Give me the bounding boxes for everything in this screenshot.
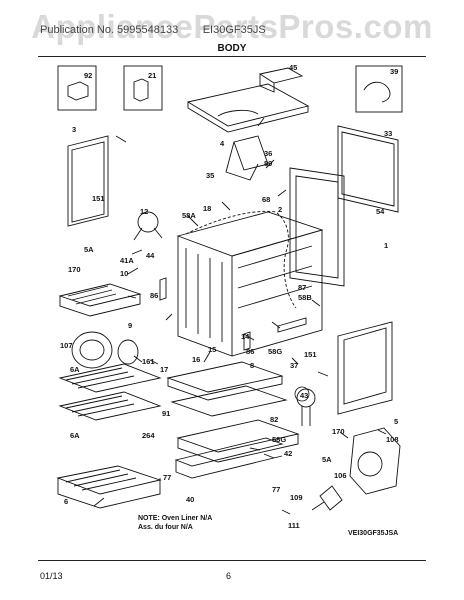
callout-label: 151 [92, 194, 105, 203]
callout-label: 86 [246, 347, 254, 356]
note-line-1: NOTE: Oven Liner N/A [138, 515, 213, 522]
exploded-parts-diagram: 45 92 21 39 3 4 36 89 35 68 33 151 2 12 … [56, 63, 403, 530]
callout-label: 15 [208, 345, 216, 354]
callout-label: 42 [284, 449, 292, 458]
watermark: AppliancePartsPros.com [31, 8, 433, 45]
model-code: VEI30GF35JSA [348, 530, 399, 537]
callout-label: 108 [386, 435, 399, 444]
callout-label: 111 [288, 521, 300, 530]
oven-liner-note: NOTE: Oven Liner N/A Ass. du four N/A [138, 514, 212, 532]
callout-label: 5A [322, 455, 332, 464]
callout-label: 58A [182, 211, 196, 220]
page-number: 6 [226, 571, 232, 581]
callout-label: 33 [384, 129, 392, 138]
callout-label: 39 [390, 67, 398, 76]
footer-date: 01/13 [40, 571, 63, 581]
callout-label: 5 [394, 417, 398, 426]
callout-label: 2 [278, 205, 282, 214]
callout-label: 12 [140, 207, 148, 216]
callout-label: 54 [376, 207, 385, 216]
callout-label: 89 [264, 159, 272, 168]
callout-label: 21 [148, 71, 156, 80]
callout-label: 161 [142, 357, 155, 366]
callout-label: 6A [70, 365, 80, 374]
callout-label: 87 [298, 283, 306, 292]
inset-box-39 [355, 65, 403, 113]
callout-label: 107 [60, 341, 73, 350]
callout-label: 4 [220, 139, 225, 148]
header-rule [38, 56, 426, 57]
callout-label: 106 [334, 471, 347, 480]
callout-label: 45 [289, 63, 297, 72]
callout-label: 264 [142, 431, 155, 440]
footer-rule [38, 560, 426, 561]
callout-label: 58G [268, 347, 282, 356]
page-header: AppliancePartsPros.com Publication No. 5… [0, 0, 464, 62]
callout-label: 5A [84, 245, 94, 254]
inset-box-21 [123, 65, 163, 111]
callout-label: 35 [206, 171, 214, 180]
callout-label: 17 [160, 365, 168, 374]
publication-line: Publication No. 5995548133 EI30GF35JS [40, 24, 266, 36]
callout-label: 151 [304, 350, 317, 359]
model-number: EI30GF35JS [202, 24, 266, 36]
callout-label: 6A [70, 431, 80, 440]
callout-label: 6 [64, 497, 68, 506]
callout-labels: 45 92 21 39 3 4 36 89 35 68 33 151 2 12 … [60, 63, 399, 530]
callout-label: 8 [250, 361, 254, 370]
callout-label: 16 [192, 355, 200, 364]
publication-number: Publication No. 5995548133 [40, 24, 179, 36]
callout-label: 1 [384, 241, 388, 250]
callout-label: 9 [128, 321, 132, 330]
callout-label: 43 [300, 391, 308, 400]
callout-label: 109 [290, 493, 303, 502]
callout-label: 86 [150, 291, 158, 300]
callout-label: 77 [272, 485, 280, 494]
callout-label: 40 [186, 495, 194, 504]
callout-label: 44 [146, 251, 155, 260]
callout-label: 18 [203, 204, 211, 213]
callout-label: 170 [332, 427, 345, 436]
callout-label: 10 [120, 269, 128, 278]
section-title: BODY [217, 43, 247, 54]
callout-label: 14 [241, 332, 250, 341]
callout-label: 41A [120, 256, 134, 265]
callout-label: 77 [163, 473, 171, 482]
callout-label: 91 [162, 409, 170, 418]
callout-label: 58B [298, 293, 312, 302]
callout-label: 82 [270, 415, 278, 424]
callout-label: 92 [84, 71, 92, 80]
callout-label: 68 [262, 195, 270, 204]
note-line-2: Ass. du four N/A [138, 524, 193, 531]
callout-label: 58G [272, 435, 286, 444]
callout-label: 170 [68, 265, 81, 274]
callout-label: 3 [72, 125, 76, 134]
callout-label: 37 [290, 361, 298, 370]
callout-label: 36 [264, 149, 272, 158]
inset-box-92 [57, 65, 97, 111]
